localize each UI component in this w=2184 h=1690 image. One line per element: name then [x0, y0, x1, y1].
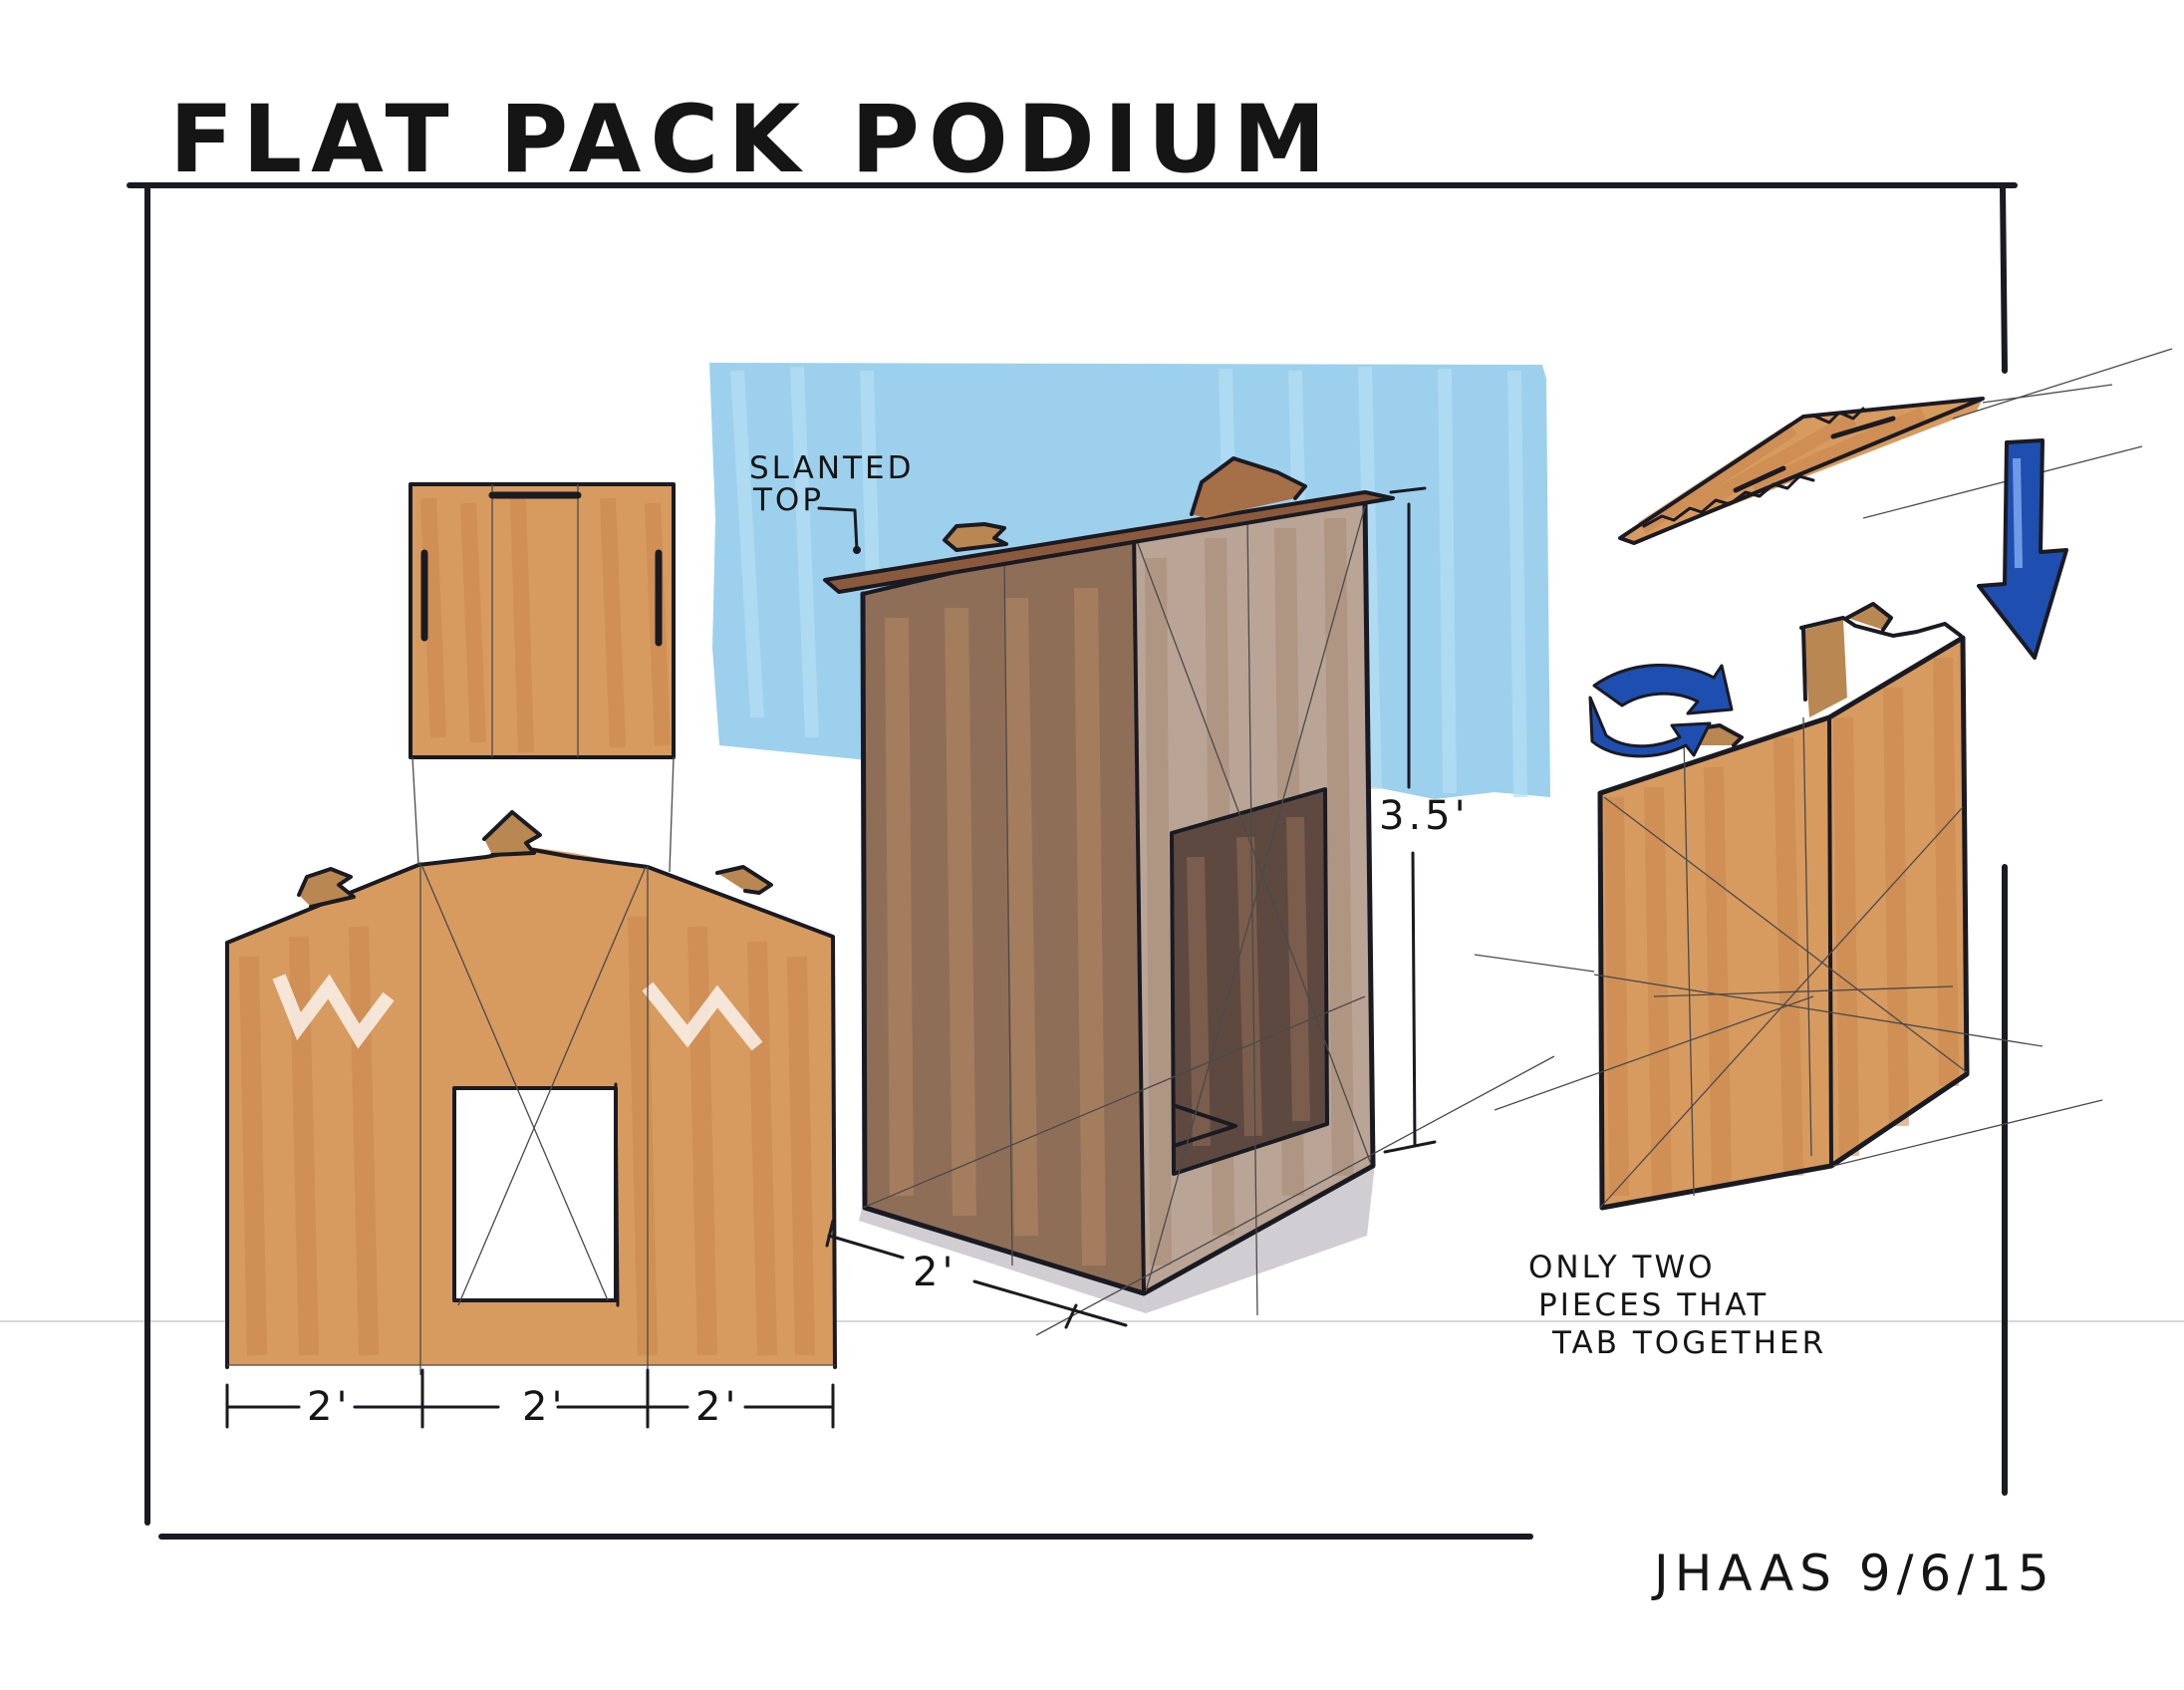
width-dim-label-1: 2' [307, 1384, 351, 1430]
assembled-podium [823, 456, 1555, 1336]
frame [127, 182, 2018, 1540]
depth-dim-label: 2' [913, 1250, 956, 1295]
top-view-square [409, 482, 676, 759]
width-dim-label-3: 2' [695, 1384, 739, 1430]
width-dim-label-2: 2' [522, 1384, 566, 1430]
assembly-note-line2: PIECES THAT [1538, 1287, 1769, 1323]
exploded-podium [1474, 348, 2173, 1211]
page-title: FLAT PACK PODIUM [169, 86, 1335, 194]
assembly-note-line1: ONLY TWO [1528, 1250, 1716, 1285]
flat-pattern-unfolded-sheet [225, 756, 837, 1375]
slanted-top-label-line2: TOP [752, 482, 824, 518]
rotate-arrows-icon [1588, 664, 1734, 758]
slanted-top-label-line1: SLANTED [749, 450, 914, 486]
assembly-note-line3: TAB TOGETHER [1551, 1325, 1826, 1361]
slanted-top-leader [817, 506, 859, 552]
width-dimension-line [225, 1368, 835, 1429]
slanted-top-leader-dot [853, 546, 861, 554]
signature: JHAAS 9/6/15 [1651, 1545, 2055, 1602]
down-arrow-icon [1977, 438, 2068, 660]
height-dim-label: 3.5' [1379, 793, 1470, 839]
